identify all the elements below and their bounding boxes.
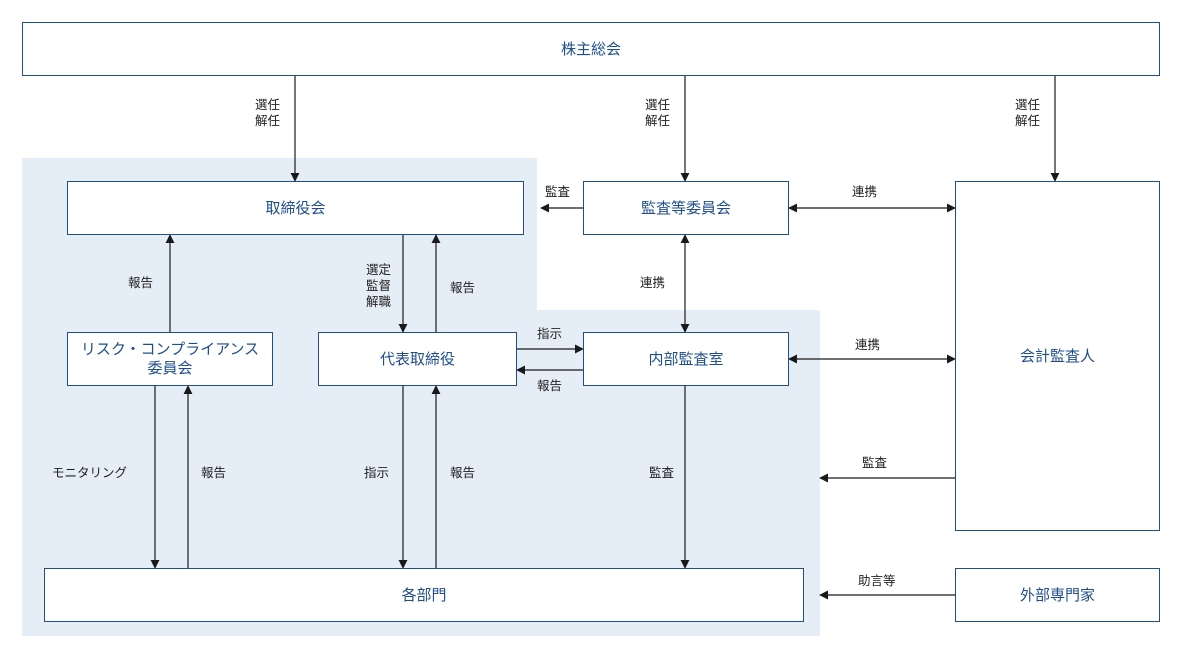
departments-box: 各部門	[44, 568, 804, 622]
label-dismiss: 解任	[645, 113, 671, 128]
label-dismiss: 解任	[1015, 113, 1041, 128]
label-audit-to-board: 監査	[545, 184, 571, 199]
label-select-dismiss-board: 選任 解任	[255, 97, 280, 129]
external-experts-label: 外部専門家	[1019, 585, 1095, 604]
risk-compliance-committee-box: リスク・コンプライアンス 委員会	[67, 332, 273, 386]
label-cooperation-committee-auditor: 連携	[852, 184, 878, 199]
risk-compliance-committee-label-line1: リスク・コンプライアンス	[80, 340, 260, 358]
label-report-internal-to-rep: 報告	[537, 378, 563, 393]
label-select: 選任	[255, 97, 281, 112]
accounting-auditor-label: 会計監査人	[1019, 346, 1095, 365]
board-of-directors-label: 取締役会	[265, 198, 326, 217]
audit-committee-label: 監査等委員会	[640, 198, 731, 217]
label-report-risk-to-board: 報告	[128, 275, 154, 290]
label-audit-internal-to-dept: 監査	[649, 465, 675, 480]
representative-director-label: 代表取締役	[379, 349, 455, 368]
risk-compliance-committee-label-line2: 委員会	[147, 359, 193, 377]
internal-audit-office-box: 内部監査室	[583, 332, 789, 386]
label-select-dismiss-audit: 選任 解任	[645, 97, 670, 129]
label-appoint: 選定	[366, 262, 392, 277]
internal-audit-office-label: 内部監査室	[648, 349, 724, 368]
accounting-auditor-box: 会計監査人	[955, 181, 1160, 531]
representative-director-box: 代表取締役	[318, 332, 517, 386]
label-dismiss: 解任	[255, 113, 281, 128]
departments-label: 各部門	[401, 585, 447, 604]
label-report-rep-to-board: 報告	[450, 280, 476, 295]
audit-committee-box: 監査等委員会	[583, 181, 789, 235]
label-select-dismiss-auditor: 選任 解任	[1015, 97, 1040, 129]
label-monitoring: モニタリング	[52, 465, 128, 480]
label-appoint-supervise-dismiss: 選定 監督 解職	[366, 262, 391, 310]
label-cooperation-committee-internal: 連携	[640, 275, 666, 290]
label-instruction-rep-to-dept: 指示	[364, 465, 390, 480]
label-select: 選任	[1015, 97, 1041, 112]
label-cooperation-internal-auditor: 連携	[855, 337, 881, 352]
label-supervise: 監督	[366, 278, 392, 293]
label-report-dept-to-rep: 報告	[450, 465, 476, 480]
label-instruction-rep-to-internal: 指示	[537, 326, 563, 341]
label-dismissal: 解職	[366, 294, 392, 309]
label-select: 選任	[645, 97, 671, 112]
board-of-directors-box: 取締役会	[67, 181, 524, 235]
label-report-dept-to-risk: 報告	[201, 465, 227, 480]
shareholders-meeting-box: 株主総会	[22, 22, 1160, 76]
external-experts-box: 外部専門家	[955, 568, 1160, 622]
label-advice: 助言等	[858, 573, 896, 588]
shareholders-meeting-label: 株主総会	[560, 39, 621, 58]
label-auditor-audit: 監査	[862, 455, 888, 470]
